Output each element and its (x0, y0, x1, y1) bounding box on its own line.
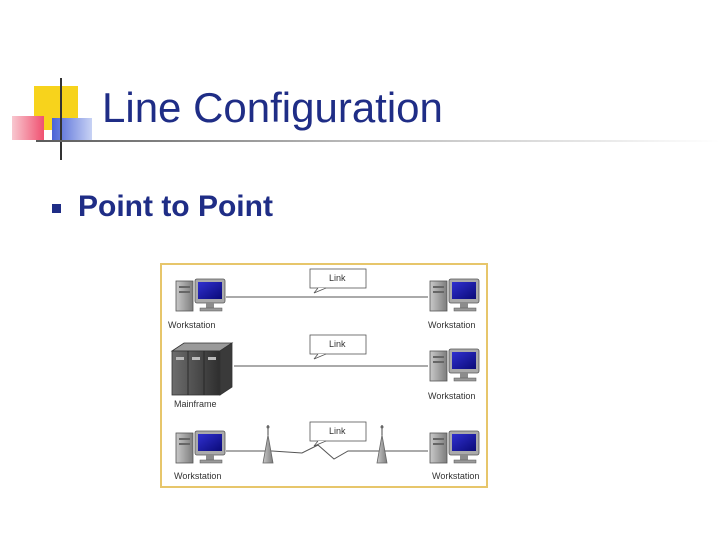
link-label: Link (329, 426, 346, 436)
antenna-icon (376, 424, 388, 464)
title-underline (36, 140, 720, 142)
node-label-right: Workstation (428, 320, 476, 330)
antenna-icon (262, 424, 274, 464)
slide-title: Line Configuration (102, 84, 443, 131)
link-label: Link (329, 273, 346, 283)
emblem-red-square (12, 116, 44, 140)
node-label-left: Workstation (174, 471, 222, 481)
emblem-blue-square (52, 118, 92, 140)
title-emblem (0, 76, 100, 162)
workstation-icon (429, 430, 480, 464)
bullet-square-icon (52, 204, 61, 213)
link-callout-2 (309, 334, 367, 360)
node-label-right: Workstation (428, 391, 476, 401)
link-callout-1 (309, 268, 367, 294)
emblem-vertical-line (60, 78, 62, 160)
workstation-icon (429, 348, 480, 382)
node-label-left: Mainframe (174, 399, 217, 409)
workstation-icon (429, 278, 480, 312)
point-to-point-diagram: Link Workstation Workstation Link Mainfr… (160, 263, 488, 488)
node-label-right: Workstation (432, 471, 480, 481)
diagram-drawing (170, 268, 480, 464)
node-label-left: Workstation (168, 320, 216, 330)
mainframe-icon (170, 342, 234, 396)
link-label: Link (329, 339, 346, 349)
workstation-icon (175, 430, 226, 464)
wireless-link-3 (226, 444, 428, 460)
link-callout-3 (309, 421, 367, 447)
workstation-icon (175, 278, 226, 312)
bullet-text: Point to Point (78, 190, 273, 223)
